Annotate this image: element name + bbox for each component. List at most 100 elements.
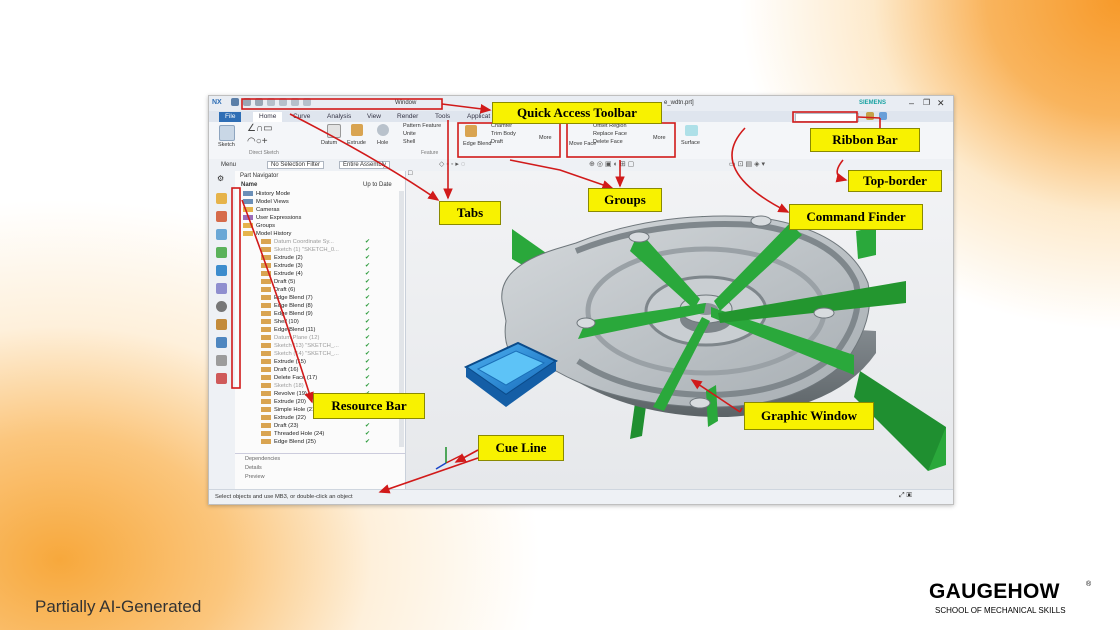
tree-item[interactable]: Threaded Hole (24)✔	[261, 430, 370, 438]
delete-face-cmd[interactable]: Delete Face	[593, 139, 623, 145]
blue-pocket-side	[466, 361, 556, 407]
tree-item[interactable]: Extrude (22)✔	[261, 414, 370, 422]
settings-icon[interactable]	[866, 112, 874, 120]
tree-item[interactable]: Delete Face (17)✔	[261, 374, 370, 382]
trim-body-cmd[interactable]: Trim Body	[491, 131, 516, 137]
line-tool-icon[interactable]: ∠∩▭	[247, 123, 273, 134]
tab-file[interactable]: File	[219, 112, 242, 122]
tree-item[interactable]: Edge Blend (8)✔	[261, 302, 370, 310]
navigator-close-icon[interactable]: □	[408, 170, 413, 177]
tree-item[interactable]: Model Views	[243, 198, 289, 206]
assembly-scope-select[interactable]: Entire Assembly	[339, 161, 391, 169]
constraint-navigator-icon[interactable]	[216, 211, 227, 222]
fullscreen-icon[interactable]: ⤢ ▣	[899, 492, 912, 499]
tree-item[interactable]: Draft (5)✔	[261, 278, 370, 286]
tab-analysis[interactable]: Analysis	[327, 113, 352, 120]
history-icon[interactable]	[216, 301, 227, 312]
command-finder-input[interactable]	[795, 113, 859, 122]
tree-item[interactable]: Sketch (14) "SKETCH_...✔	[261, 350, 370, 358]
details-panel[interactable]: Details	[245, 465, 262, 471]
restore-icon[interactable]: ❐	[923, 98, 931, 107]
redo-icon[interactable]	[255, 98, 263, 106]
tree-item[interactable]: Datum Plane (12)✔	[261, 334, 370, 342]
preview-panel[interactable]: Preview	[245, 474, 265, 480]
process-studio-icon[interactable]	[216, 319, 227, 330]
window-menu[interactable]: Window	[395, 100, 417, 106]
sketch-icon[interactable]	[219, 125, 235, 141]
copy-icon[interactable]	[279, 98, 287, 106]
tree-item[interactable]: Edge Blend (11)✔	[261, 326, 370, 334]
tab-curve[interactable]: Curve	[293, 113, 311, 120]
tree-item[interactable]: Edge Blend (7)✔	[261, 294, 370, 302]
gear-icon[interactable]: ⚙	[217, 174, 225, 183]
help-icon[interactable]	[879, 112, 887, 120]
tree-item[interactable]: Revolve (19)✔	[261, 390, 370, 398]
tree-item[interactable]: Extrude (20)✔	[261, 398, 370, 406]
draft-cmd[interactable]: Draft	[491, 139, 503, 145]
surface-icon[interactable]	[685, 125, 698, 136]
replace-face-cmd[interactable]: Replace Face	[593, 131, 627, 137]
snap-point-icons[interactable]: ◇▫◦▸◌	[439, 161, 468, 168]
tree-item[interactable]: Extrude (2)✔	[261, 254, 370, 262]
pattern-feature-cmd[interactable]: Pattern Feature	[403, 123, 442, 129]
tree-item[interactable]: Sketch (18)✔	[261, 382, 370, 390]
roles-icon[interactable]	[216, 355, 227, 366]
hd3d-tools-icon[interactable]	[216, 265, 227, 276]
undo-icon[interactable]	[243, 98, 251, 106]
move-face-label[interactable]: Move Face	[569, 141, 597, 147]
edge-blend-icon[interactable]	[465, 125, 477, 137]
tree-item[interactable]: Simple Hole (21)✔	[261, 406, 370, 414]
unite-cmd[interactable]: Unite	[403, 131, 416, 137]
datum-plane-icon[interactable]	[327, 124, 341, 138]
selection-filter-select[interactable]: No Selection Filter	[267, 161, 325, 169]
tree-item[interactable]: Extrude (4)✔	[261, 270, 370, 278]
col-uptodate-header[interactable]: Up to Date	[363, 182, 392, 188]
cut-icon[interactable]	[267, 98, 275, 106]
extrude-icon[interactable]	[351, 124, 363, 136]
tab-home[interactable]: Home	[253, 112, 283, 122]
arc-tool-icon[interactable]: ◠○+	[247, 136, 268, 147]
tab-tools[interactable]: Tools	[435, 113, 451, 120]
nav-scrollbar[interactable]	[399, 191, 404, 447]
render-style-icons[interactable]: ▭⊡▤◈▾	[729, 161, 767, 168]
manufacturing-wizards-icon[interactable]	[216, 337, 227, 348]
more-cmd-1[interactable]: More	[539, 135, 552, 141]
tree-item[interactable]: Extrude (15)✔	[261, 358, 370, 366]
tree-item[interactable]: Extrude (3)✔	[261, 262, 370, 270]
web-browser-icon[interactable]	[216, 283, 227, 294]
tree-item[interactable]: Groups	[243, 222, 275, 230]
tree-item[interactable]: Shell (10)✔	[261, 318, 370, 326]
tree-item[interactable]: Datum Coordinate Sy...✔	[261, 238, 370, 246]
tree-item[interactable]: Model History	[243, 230, 291, 238]
tree-item[interactable]: Draft (6)✔	[261, 286, 370, 294]
assembly-navigator-icon[interactable]	[216, 193, 227, 204]
col-name-header[interactable]: Name	[241, 182, 258, 188]
tab-view[interactable]: View	[367, 113, 381, 120]
save-icon[interactable]	[231, 98, 239, 106]
tree-item[interactable]: History Mode	[243, 190, 290, 198]
view-tools-icons[interactable]: ⊕◎▣◐⊞▢	[589, 161, 637, 168]
close-icon[interactable]: ✕	[937, 98, 945, 108]
hole-icon[interactable]	[377, 124, 389, 136]
tree-item[interactable]: Sketch (13) "SKETCH_...✔	[261, 342, 370, 350]
tree-item[interactable]: Edge Blend (9)✔	[261, 310, 370, 318]
part-navigator-icon[interactable]	[216, 229, 227, 240]
repeat-icon[interactable]	[303, 98, 311, 106]
part-model[interactable]	[406, 171, 953, 489]
tab-render[interactable]: Render	[397, 113, 419, 120]
system-scenes-icon[interactable]	[216, 373, 227, 384]
tree-item[interactable]: Cameras	[243, 206, 280, 214]
more-cmd-2[interactable]: More	[653, 135, 666, 141]
tree-item[interactable]: Sketch (1) "SKETCH_0...✔	[261, 246, 370, 254]
tree-item[interactable]: User Expressions	[243, 214, 301, 222]
minimize-icon[interactable]: –	[909, 98, 915, 108]
tree-item[interactable]: Draft (23)✔	[261, 422, 370, 430]
shell-cmd[interactable]: Shell	[403, 139, 416, 145]
tab-applications[interactable]: Applicat	[467, 113, 491, 120]
tree-item[interactable]: Edge Blend (25)✔	[261, 438, 370, 446]
dependencies-panel[interactable]: Dependencies	[245, 456, 281, 462]
tree-item[interactable]: Draft (16)✔	[261, 366, 370, 374]
menu-button[interactable]: Menu	[221, 162, 237, 168]
paste-icon[interactable]	[291, 98, 299, 106]
reuse-library-icon[interactable]	[216, 247, 227, 258]
